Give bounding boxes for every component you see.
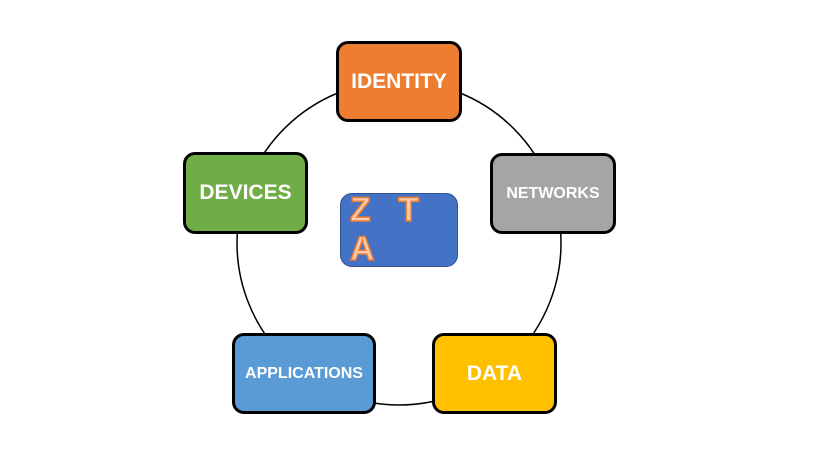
zta-label: Z T A xyxy=(349,190,428,269)
node-data: DATA xyxy=(432,333,557,414)
node-data-label: DATA xyxy=(466,361,523,385)
node-networks: NETWORKS xyxy=(490,153,616,234)
node-applications-label: APPLICATIONS xyxy=(245,364,363,382)
zta-center-box: Z T A xyxy=(340,190,458,269)
node-identity-label: IDENTITY xyxy=(351,69,447,93)
node-networks-label: NETWORKS xyxy=(506,184,600,202)
node-applications: APPLICATIONS xyxy=(232,333,376,414)
node-devices-label: DEVICES xyxy=(199,181,292,204)
node-devices: DEVICES xyxy=(183,152,308,234)
node-identity: IDENTITY xyxy=(336,41,462,122)
